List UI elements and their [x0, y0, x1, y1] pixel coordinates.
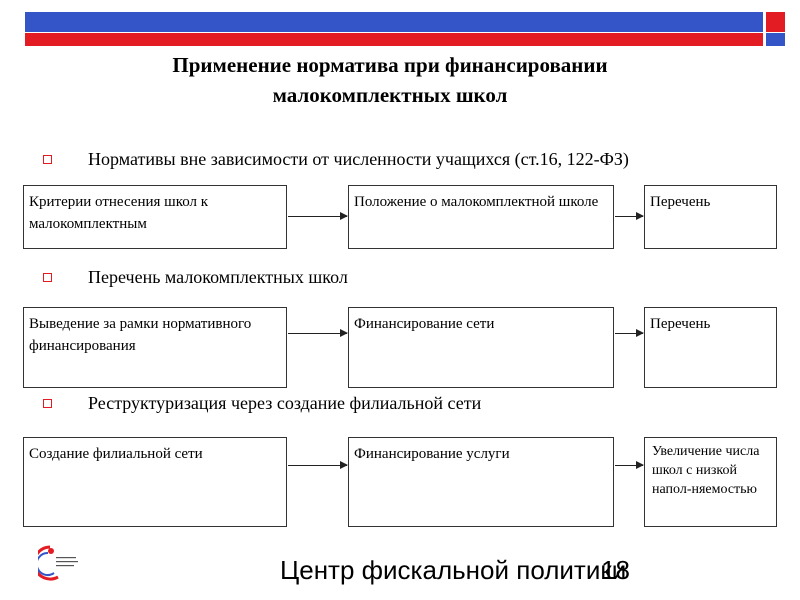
arrow-right-icon — [615, 461, 644, 469]
title-line-2: малокомплектных школ — [272, 83, 508, 107]
flow-box-list: Перечень — [644, 307, 777, 388]
arrow-right-icon — [288, 461, 348, 469]
page-number: 18 — [601, 555, 630, 585]
header-red-square — [766, 12, 785, 32]
arrow-right-icon — [288, 212, 348, 220]
bullet-item-1: Нормативы вне зависимости от численности… — [43, 148, 629, 170]
title-line-1: Применение норматива при финансировании — [172, 53, 608, 77]
bullet-text: Нормативы вне зависимости от численности… — [88, 149, 629, 169]
arrow-right-icon — [615, 329, 644, 337]
bullet-text: Реструктуризация через создание филиальн… — [88, 393, 482, 413]
arrow-right-icon — [288, 329, 348, 337]
flow-box-branch-network: Создание филиальной сети — [23, 437, 287, 527]
logo-icon — [32, 543, 80, 581]
bullet-text: Перечень малокомплектных школ — [88, 267, 348, 287]
flow-box-exclusion: Выведение за рамки нормативного финансир… — [23, 307, 287, 388]
header-blue-square — [766, 33, 785, 46]
flow-box-network-funding: Финансирование сети — [348, 307, 614, 388]
slide-title: Применение норматива при финансировании … — [60, 50, 720, 110]
bullet-square-icon — [43, 273, 52, 282]
flow-box-regulation: Положение о малокомплектной школе — [348, 185, 614, 249]
bullet-square-icon — [43, 155, 52, 164]
flow-box-criteria: Критерии отнесения школ к малокомплектны… — [23, 185, 287, 249]
flow-box-increase: Увеличение числа школ с низкой напол-няе… — [644, 437, 777, 527]
header-red-bar — [25, 33, 763, 46]
flow-box-list: Перечень — [644, 185, 777, 249]
bullet-square-icon — [43, 399, 52, 408]
arrow-right-icon — [615, 212, 644, 220]
bullet-item-3: Реструктуризация через создание филиальн… — [43, 392, 481, 414]
flow-box-service-funding: Финансирование услуги — [348, 437, 614, 527]
header-blue-bar — [25, 12, 763, 32]
bullet-item-2: Перечень малокомплектных школ — [43, 266, 348, 288]
footer-org-name: Центр фискальной политики — [280, 555, 627, 585]
